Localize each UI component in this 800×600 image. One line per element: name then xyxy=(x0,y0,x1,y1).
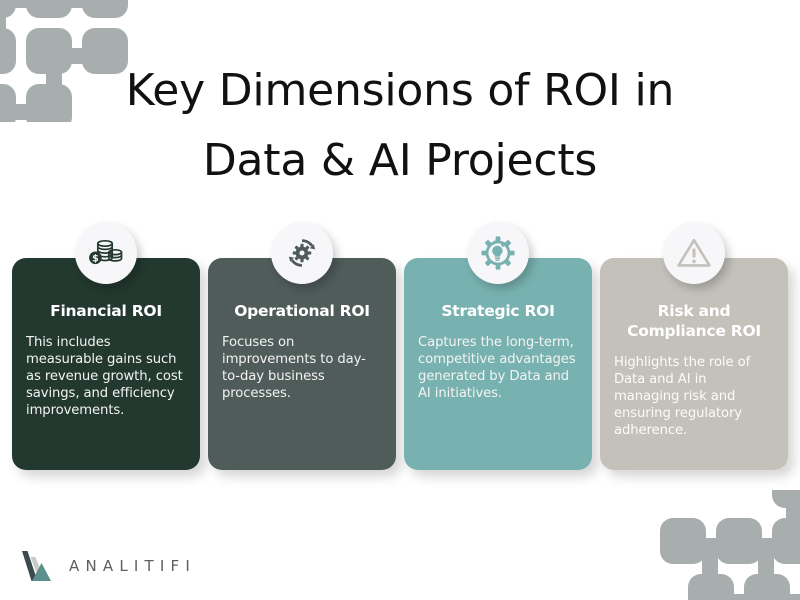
title-line-2: Data & AI Projects xyxy=(202,134,598,186)
gear-hand-lightbulb-icon xyxy=(467,222,529,284)
page-title: Key Dimensions of ROI in Data & AI Proje… xyxy=(0,56,800,195)
warning-triangle-icon xyxy=(663,222,725,284)
card-title: Strategic ROI xyxy=(441,302,555,320)
card-title: Operational ROI xyxy=(234,302,370,320)
mountain-triangles-icon xyxy=(22,551,51,581)
title-heading: Key Dimensions of ROI in Data & AI Proje… xyxy=(0,56,800,195)
gear-refresh-cycle-icon xyxy=(271,222,333,284)
card-body: This includes measurable gains such as r… xyxy=(26,334,183,419)
card-financial-roi[interactable]: $ Financial ROI This includes measurable… xyxy=(12,222,200,470)
title-line-1: Key Dimensions of ROI in xyxy=(125,65,675,116)
svg-text:$: $ xyxy=(92,253,99,264)
roi-cards-row: $ Financial ROI This includes measurable… xyxy=(12,222,788,470)
card-body: Captures the long-term, competitive adva… xyxy=(418,334,576,402)
card-title: Risk and Compliance ROI xyxy=(627,302,761,340)
brand-logo: ANALITIFI xyxy=(18,550,196,582)
card-operational-roi[interactable]: Operational ROI Focuses on improvements … xyxy=(208,222,396,470)
card-risk-compliance-roi[interactable]: Risk and Compliance ROI Highlights the r… xyxy=(600,222,788,470)
coins-stack-dollar-icon: $ xyxy=(75,222,137,284)
decorative-blocks-bottom-right xyxy=(660,490,800,600)
card-title: Financial ROI xyxy=(50,302,162,320)
card-strategic-roi[interactable]: Strategic ROI Captures the long-term, co… xyxy=(404,222,592,470)
card-body: Focuses on improvements to day-to-day bu… xyxy=(222,334,366,402)
brand-name: ANALITIFI xyxy=(69,557,196,575)
card-body: Highlights the role of Data and AI in ma… xyxy=(614,354,751,439)
